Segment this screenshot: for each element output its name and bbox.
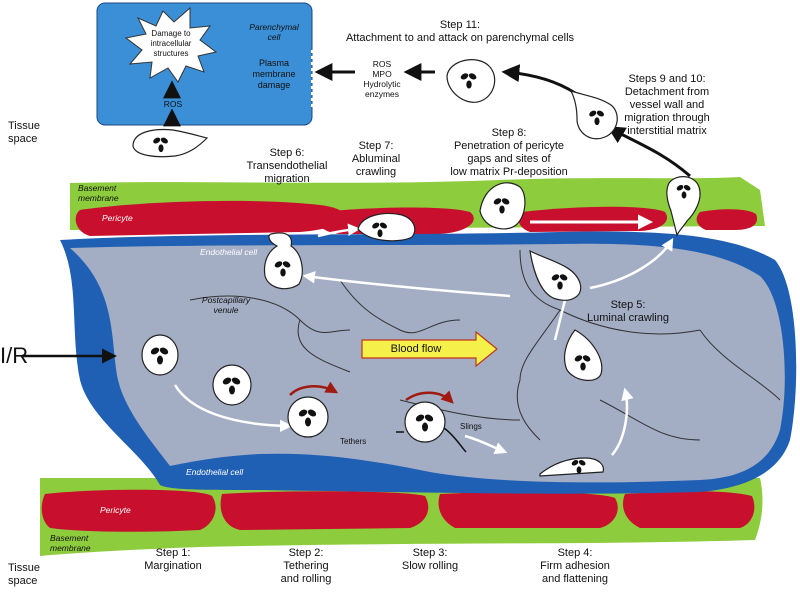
leukocyte-slow-rolling bbox=[404, 401, 446, 443]
pericyte-bottom-1 bbox=[41, 489, 216, 532]
arrow-9-10 bbox=[606, 126, 691, 178]
leukocyte-abluminal-crawl bbox=[357, 212, 416, 242]
leukocyte-margination-1 bbox=[141, 334, 179, 376]
pericyte-top-4 bbox=[696, 209, 758, 230]
leukocyte-luminal-crawl-1 bbox=[563, 329, 603, 381]
pericyte-top-1 bbox=[75, 200, 345, 236]
rolling-arc-1 bbox=[289, 381, 339, 396]
leukocyte-pericyte-gap bbox=[479, 182, 526, 230]
ros-inner-label: ROS bbox=[163, 99, 183, 109]
membrane-damage-label: Plasma membrane damage bbox=[252, 58, 296, 90]
step3-label: Step 3:Slow rolling bbox=[401, 547, 459, 572]
tethers-label: Tethers bbox=[340, 437, 367, 446]
leukocyte-transmigration bbox=[263, 232, 303, 290]
pericyte-top-3 bbox=[518, 206, 668, 232]
rolling-arc-2 bbox=[405, 390, 454, 404]
sling-mark bbox=[443, 427, 467, 453]
leukocyte-tethering bbox=[287, 396, 329, 438]
leukocyte-attack bbox=[132, 128, 209, 158]
leukocyte-detachment bbox=[666, 176, 701, 237]
step5-label: Step 5:Luminal crawling bbox=[587, 299, 669, 324]
pericyte-bottom-label: Pericyte bbox=[100, 505, 131, 515]
leukocyte-interstitial bbox=[569, 89, 618, 140]
abluminal-path bbox=[317, 223, 361, 238]
luminal-crawl-path bbox=[611, 387, 634, 456]
margination-path bbox=[173, 384, 293, 433]
damage-label: Damage to intracellular structures bbox=[150, 29, 192, 58]
arrow-to-step11 bbox=[501, 64, 576, 95]
pericyte-bottom-4 bbox=[622, 491, 755, 528]
endothelial-top-label: Endothelial cell bbox=[200, 247, 258, 257]
cell-border bbox=[189, 249, 781, 441]
leukocyte-margination-2 bbox=[212, 364, 252, 406]
leukocyte-luminal-crawl-2 bbox=[529, 249, 582, 301]
crawl-path-3 bbox=[302, 271, 511, 298]
slow-rolling-path bbox=[464, 434, 508, 455]
step1-label: Step 1:Margination bbox=[144, 547, 202, 572]
step11-label: Step 11:Attachment to and attack on pare… bbox=[345, 19, 575, 44]
blood-flow-label: Blood flow bbox=[390, 343, 442, 355]
slings-label: Slings bbox=[460, 422, 482, 431]
pericyte-top-label: Pericyte bbox=[102, 213, 133, 223]
ir-label: I/R bbox=[0, 343, 29, 368]
vessel-lumen bbox=[70, 243, 785, 483]
endothelial-bottom-label: Endothelial cell bbox=[186, 467, 244, 477]
leukocyte-step11 bbox=[446, 59, 496, 103]
crawl-path-4 bbox=[589, 237, 674, 290]
pericyte-bottom-3 bbox=[438, 491, 618, 528]
leukocyte-firm-adhesion bbox=[539, 457, 605, 477]
pericyte-bottom-2 bbox=[220, 491, 429, 530]
blood-flow-arrow bbox=[361, 330, 498, 368]
